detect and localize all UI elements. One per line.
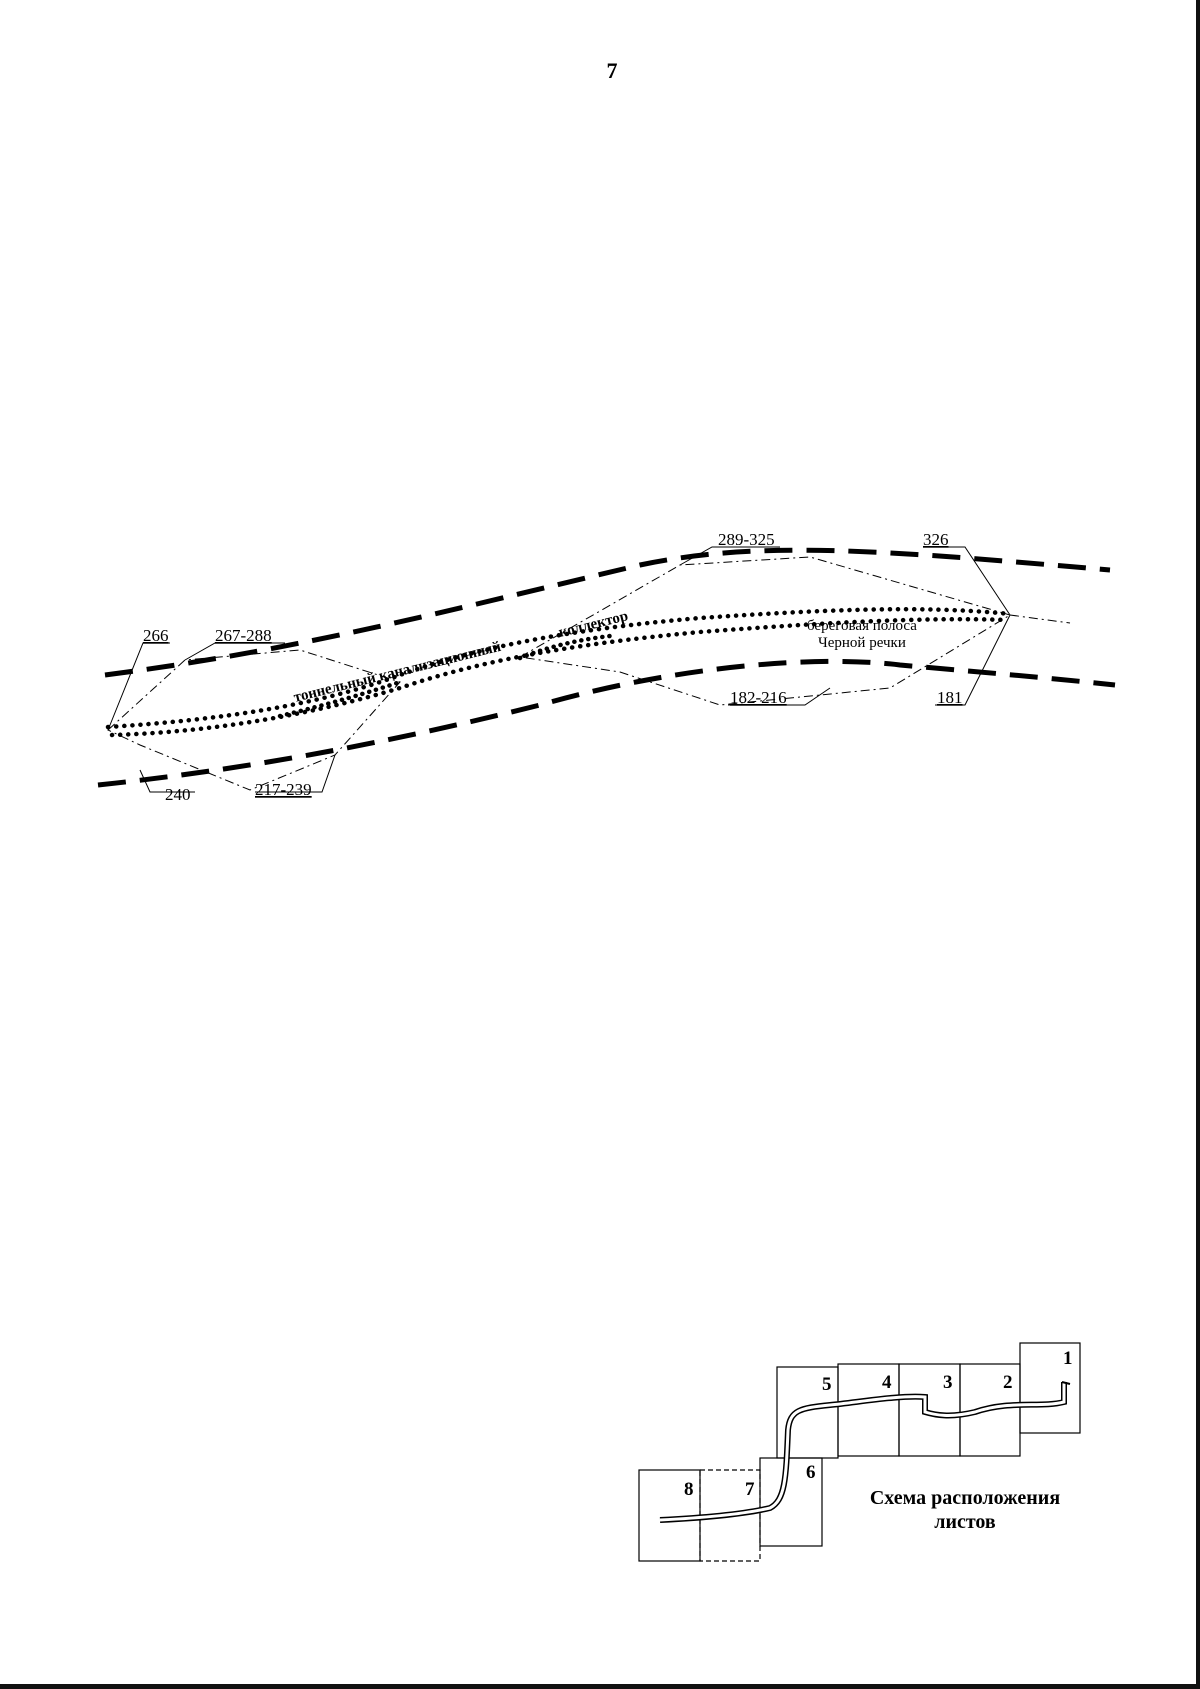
page-right-border xyxy=(1196,0,1200,1689)
upper-dashed-boundary xyxy=(104,547,1111,678)
sheet-number-5: 5 xyxy=(822,1374,832,1395)
label-326: 326 xyxy=(923,530,949,549)
sheet-number-6: 6 xyxy=(806,1462,816,1483)
sheet-number-4: 4 xyxy=(882,1372,892,1393)
label-181: 181 xyxy=(937,688,963,707)
inset-caption: Схема расположения листов xyxy=(845,1486,1085,1534)
inset-caption-line2: листов xyxy=(934,1511,996,1533)
inset-caption-line1: Схема расположения xyxy=(869,1487,1061,1509)
collector-dotted-line-3 xyxy=(277,679,403,719)
collector-dotted-line-2 xyxy=(109,616,1011,738)
sheet-number-8: 8 xyxy=(684,1479,694,1500)
sheet-number-7: 7 xyxy=(745,1479,755,1500)
collector-label-right: коллектор xyxy=(557,608,630,641)
collector-dotted-line-4 xyxy=(517,633,613,661)
shore-label-line2: Черной речки xyxy=(818,635,906,651)
sheet-number-1: 1 xyxy=(1063,1348,1073,1369)
shore-label-line1: береговая полоса xyxy=(807,618,917,634)
page-number: 7 xyxy=(606,58,618,83)
label-240: 240 xyxy=(165,785,191,804)
extent-lines xyxy=(107,556,1071,791)
leader-lines xyxy=(107,546,1011,793)
label-289-325: 289-325 xyxy=(718,530,775,549)
sheet-number-2: 2 xyxy=(1003,1372,1013,1393)
lower-dashed-boundary xyxy=(97,658,1116,788)
collector-label-left: тоннельный канализационный xyxy=(292,639,503,706)
label-266: 266 xyxy=(143,626,169,645)
sheet-layout-inset xyxy=(638,1342,1081,1562)
label-267-288: 267-288 xyxy=(215,626,272,645)
label-182-216: 182-216 xyxy=(730,688,787,707)
collector-dotted-line xyxy=(105,606,1013,730)
sheet-number-3: 3 xyxy=(943,1372,953,1393)
page-bottom-border xyxy=(0,1684,1200,1689)
label-217-239: 217-239 xyxy=(255,780,312,799)
